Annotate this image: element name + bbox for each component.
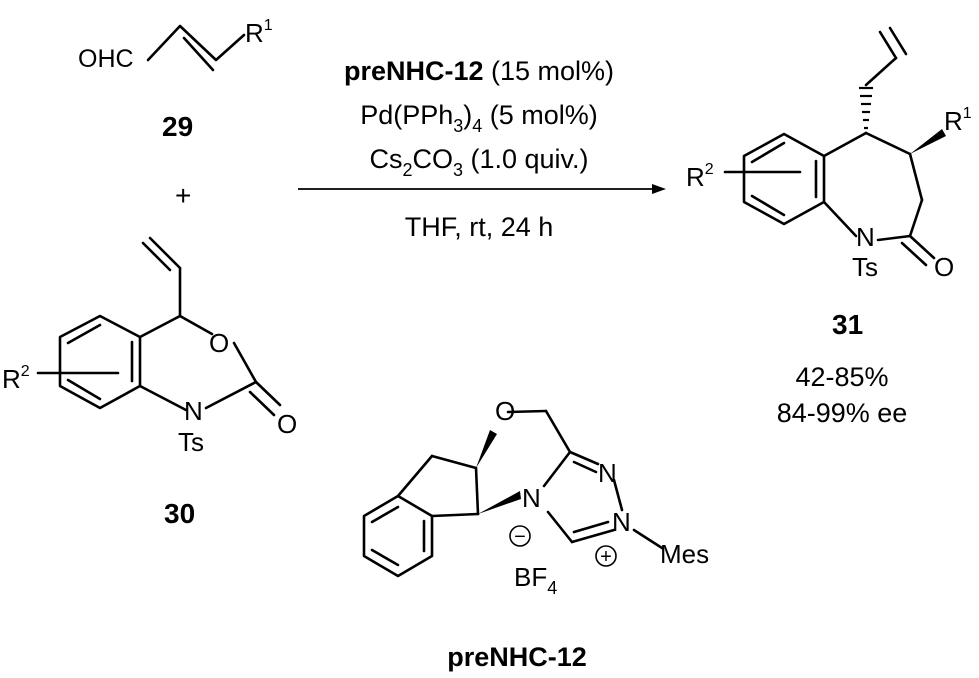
oxazine-ch2-c: [544, 409, 572, 454]
benzene-ring-31: [742, 132, 826, 226]
catalyst-line: preNHC-12 (15 mol%): [344, 56, 614, 86]
triazole-n-ch: [570, 528, 616, 544]
vinyl-bond-2: [148, 236, 182, 270]
n-mes-bond: [632, 528, 664, 550]
r2-label-30: R2: [2, 363, 30, 394]
aromatic-inner-31-2: [750, 194, 786, 217]
prenhc-nitrogen-3: N: [612, 507, 631, 537]
triazole-c-n-double: [572, 460, 598, 474]
triazole-ch-n: [546, 510, 574, 544]
yield-label: 42-85%: [795, 362, 888, 392]
nitrogen-label-30: N: [184, 396, 203, 426]
r1-label-31: R1: [944, 105, 972, 136]
azepine-bond-1: [822, 131, 868, 158]
counterion-label: BF4: [514, 562, 557, 598]
vinyl-double: [141, 241, 172, 272]
compound-30-number: 30: [164, 498, 195, 529]
compound-29-number: 29: [162, 111, 193, 142]
ring-bond-c2-n: [204, 380, 258, 410]
reaction-arrow-head: [652, 184, 666, 194]
reagent-30: R2 O O N Ts 30: [2, 236, 297, 529]
mesityl-label: Mes: [660, 539, 709, 569]
aromatic-inner-2: [66, 378, 102, 401]
triazole-n-n: [612, 478, 624, 512]
wedge-to-nitrogen: [478, 491, 521, 514]
product-carbonyl-1: [908, 234, 936, 260]
ring-bond-n-ar: [138, 384, 188, 412]
oxazine-c-n: [542, 450, 572, 488]
prenhc-name: preNHC-12: [447, 642, 587, 672]
vinyl-bond-31: [864, 56, 898, 87]
indane-aromatic-inner-1: [370, 505, 400, 524]
palladium-line: Pd(PPh3)4 (5 mol%): [360, 100, 598, 136]
azepine-bond-6: [822, 200, 858, 238]
indane-ch2-bond-2: [430, 454, 478, 470]
indane-fusion-bond: [474, 466, 480, 516]
carbonyl-oxygen-label: O: [277, 409, 297, 439]
ring-oxygen-label: O: [209, 328, 229, 358]
azepine-bond-3: [908, 152, 924, 202]
reaction-conditions: preNHC-12 (15 mol%) Pd(PPh3)4 (5 mol%) C…: [298, 56, 666, 242]
prenhc-nitrogen-1: N: [522, 483, 541, 513]
compound-31-number: 31: [832, 309, 863, 340]
azepine-bond-4: [908, 198, 924, 238]
vinyl-terminal-bond: [878, 30, 898, 60]
solvent-line: THF, rt, 24 h: [405, 212, 554, 242]
positive-charge-icon: +: [595, 545, 617, 568]
prenhc-nitrogen-2: N: [598, 458, 617, 488]
indane-benzylic-bond: [430, 512, 480, 518]
prenhc-oxygen-label: O: [495, 396, 515, 426]
indane-ch2-bond-1: [396, 454, 434, 498]
carbonyl-bond-1: [254, 380, 282, 407]
indane-aromatic-inner-2: [370, 548, 400, 567]
ee-label: 84-99% ee: [777, 398, 908, 428]
azepine-bond-5: [876, 234, 912, 242]
enal-chain-bonds: [146, 24, 246, 62]
plus-sign: +: [175, 180, 191, 211]
ring-bond-c4: [138, 314, 182, 339]
triazole-ch-double: [572, 520, 610, 534]
nitrogen-label-31: N: [856, 222, 875, 252]
benzene-ring-30: [58, 314, 142, 410]
prenhc-12-structure: O N N N Mes − + BF4 preNHC-12: [362, 396, 709, 672]
wedge-to-oxygen: [476, 430, 497, 468]
hashed-wedge-vinyl: [859, 86, 873, 130]
aromatic-inner-1: [66, 323, 102, 345]
svg-text:−: −: [514, 526, 526, 548]
carbonyl-bond-2: [248, 390, 276, 417]
azepine-bond-2: [864, 131, 912, 156]
oxazine-o-ch2: [506, 409, 548, 414]
bold-wedge-r1: [910, 129, 946, 154]
oxygen-label-31: O: [934, 252, 954, 282]
product-31: R2 R1 N Ts O 31 42-85% 84-99% ee: [686, 26, 972, 428]
enal-double-bond: [182, 36, 215, 72]
ts-label-30: Ts: [178, 427, 204, 457]
ring-bond-o-c2: [232, 341, 258, 384]
triazole-c-n: [568, 450, 600, 466]
ring-bond-c4-o: [178, 314, 214, 336]
product-carbonyl-2: [900, 241, 928, 267]
ts-label-31: Ts: [852, 252, 878, 282]
cho-label: OHC: [78, 45, 134, 73]
vinyl-terminal-double: [888, 26, 908, 56]
reagent-29: OHC R1 29: [78, 17, 273, 142]
r2-label-31: R2: [686, 161, 714, 192]
base-line: Cs2CO3 (1.0 quiv.): [369, 144, 588, 180]
aromatic-inner-31-1: [750, 141, 786, 164]
negative-charge-icon: −: [509, 525, 531, 548]
r1-label: R1: [245, 17, 273, 48]
svg-text:+: +: [600, 546, 612, 568]
